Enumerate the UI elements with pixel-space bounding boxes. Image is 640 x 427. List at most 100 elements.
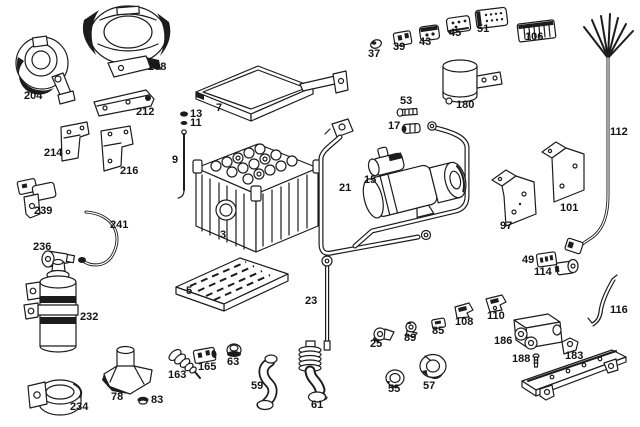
connector-106-drawing [516, 19, 557, 43]
connector-45-drawing [445, 15, 472, 34]
fanfare-horn-drawing [82, 5, 171, 78]
ignition-coil-drawing [23, 258, 79, 353]
part-label-83: 83 [151, 394, 164, 406]
bracket-212-drawing [93, 89, 155, 117]
battery-tray-drawing [195, 65, 349, 122]
bracket-214-drawing [60, 121, 90, 162]
connector-114-drawing [554, 258, 579, 276]
part-label-214: 214 [44, 147, 63, 159]
part-label-234: 234 [70, 401, 89, 413]
bolt-13-drawing [180, 111, 188, 117]
part-label-61: 61 [311, 399, 324, 411]
part-label-212: 212 [136, 106, 155, 118]
part-label-11: 11 [190, 117, 202, 129]
screw-188-drawing [532, 353, 540, 368]
grommet-57-drawing [419, 353, 447, 380]
screw-53-drawing [396, 107, 418, 117]
part-label-43: 43 [419, 36, 432, 48]
battery-drawing [192, 143, 323, 253]
battery-mat-drawing [175, 257, 289, 312]
part-label-116: 116 [610, 304, 628, 316]
boot-59-drawing [256, 354, 278, 411]
bolt-11-drawing [180, 121, 188, 125]
part-label-7: 7 [216, 102, 223, 114]
part-label-15: 15 [364, 174, 377, 186]
part-label-39: 39 [393, 41, 406, 53]
cap-83-drawing [137, 396, 149, 405]
part-label-63: 63 [227, 356, 240, 368]
grommet-37-drawing [370, 39, 382, 49]
part-label-112: 112 [610, 126, 628, 138]
part-label-45: 45 [449, 27, 462, 39]
part-label-216: 216 [120, 165, 139, 177]
bracket-216-drawing [100, 125, 134, 172]
connector-51-drawing [474, 6, 509, 30]
connector-239-drawing [16, 178, 57, 219]
horn-drawing [15, 35, 76, 105]
connector-39-drawing [392, 30, 413, 47]
part-label-236: 236 [33, 241, 52, 253]
part-label-89: 89 [404, 332, 417, 344]
part-label-101: 101 [560, 202, 579, 214]
connector-165-drawing [192, 346, 217, 364]
part-label-21: 21 [339, 182, 352, 194]
part-label-57: 57 [423, 380, 436, 392]
part-label-59: 59 [251, 380, 264, 392]
connector-43-drawing [418, 24, 441, 42]
spring-163-drawing [168, 348, 201, 379]
part-label-165: 165 [198, 361, 217, 373]
bracket-97-drawing [491, 169, 537, 227]
harness-112-drawing [564, 13, 634, 255]
bracket-101-drawing [541, 141, 585, 203]
regulator-180-drawing [442, 59, 503, 105]
clip-110-drawing [485, 294, 507, 313]
part-label-53: 53 [400, 95, 413, 107]
part-label-186: 186 [494, 335, 513, 347]
clip-85-drawing [431, 317, 447, 330]
part-label-163: 163 [168, 369, 187, 381]
part-label-204: 204 [24, 90, 43, 102]
cable-15-drawing [352, 121, 470, 249]
part-label-13: 13 [190, 108, 203, 120]
part-label-25: 25 [370, 338, 383, 350]
part-label-180: 180 [456, 99, 475, 111]
boot-61-drawing [298, 340, 328, 403]
rail-183-drawing [521, 337, 627, 401]
strap-23-drawing [321, 255, 333, 351]
part-label-49: 49 [522, 254, 535, 266]
cable-241-drawing [78, 210, 119, 267]
part-label-183: 183 [565, 350, 584, 362]
cap-nut-63-drawing [226, 343, 242, 357]
part-label-37: 37 [368, 48, 381, 60]
part-label-85: 85 [432, 325, 445, 337]
strap-116-drawing [587, 274, 618, 327]
relay-186-drawing [513, 313, 563, 350]
cable-21-drawing [318, 118, 432, 256]
grommet-55-drawing [385, 369, 405, 388]
part-label-23: 23 [305, 295, 318, 307]
part-label-3: 3 [220, 229, 227, 241]
part-label-188: 188 [512, 353, 531, 365]
coil-clamp-drawing [27, 379, 83, 416]
connector-49-drawing [535, 251, 558, 268]
clip-89-drawing [405, 321, 418, 338]
part-label-208: 208 [148, 61, 167, 73]
part-label-106: 106 [525, 31, 544, 43]
part-label-110: 110 [487, 310, 505, 322]
sleeve-17-drawing [401, 122, 421, 134]
part-label-55: 55 [388, 383, 401, 395]
part-label-114: 114 [534, 266, 552, 278]
clip-25-drawing [373, 327, 395, 343]
part-label-232: 232 [80, 311, 99, 323]
part-label-78: 78 [111, 391, 124, 403]
part-label-9: 9 [172, 154, 179, 166]
hold-down-rod-drawing [177, 129, 187, 199]
battery-cell-caps [210, 143, 298, 185]
starter-motor-drawing [362, 146, 467, 219]
clip-108-drawing [454, 302, 474, 319]
part-label-97: 97 [500, 220, 513, 232]
part-label-17: 17 [388, 120, 401, 132]
part-label-239: 239 [34, 205, 53, 217]
